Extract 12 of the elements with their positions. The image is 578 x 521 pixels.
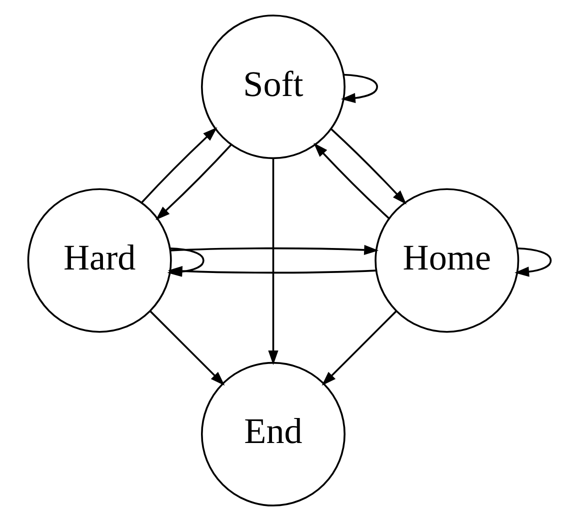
arrow <box>514 248 552 277</box>
arrow <box>268 158 278 366</box>
node-circle: End <box>200 362 345 506</box>
arrow <box>340 74 378 104</box>
arrow <box>140 127 217 203</box>
arrow <box>321 310 396 386</box>
arrow <box>155 144 232 220</box>
arrow <box>313 142 389 219</box>
arrow <box>149 310 224 386</box>
arrow <box>170 244 378 255</box>
arrow <box>330 128 406 204</box>
node-circle: Soft <box>200 14 345 160</box>
